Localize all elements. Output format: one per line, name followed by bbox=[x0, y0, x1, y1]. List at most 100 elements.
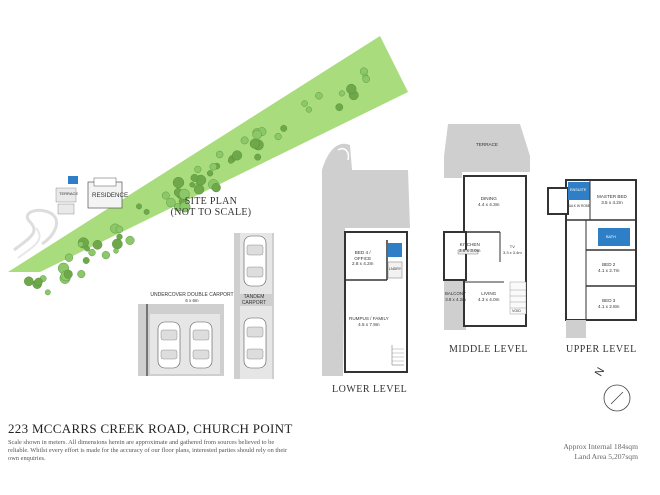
tree-icon bbox=[227, 157, 234, 164]
undercover-carport-label: UNDERCOVER DOUBLE CARPORT 6 x 6m bbox=[144, 292, 240, 304]
tree-icon bbox=[88, 249, 96, 257]
upper-bed3-name: BED 3 bbox=[602, 298, 616, 303]
undercover-carport-title: UNDERCOVER DOUBLE CARPORT bbox=[150, 292, 234, 298]
upper-left-wing bbox=[547, 187, 569, 215]
pool bbox=[68, 176, 78, 184]
compass-icon bbox=[603, 384, 631, 412]
tree-icon bbox=[346, 83, 357, 95]
car-icon bbox=[243, 235, 267, 287]
tree-icon bbox=[179, 201, 191, 213]
tree-icon bbox=[315, 91, 323, 100]
lower-bed4-label: BED 4 / OFFICE 2.8 x 4.2m bbox=[352, 250, 373, 267]
upper-bath-label: BATH bbox=[606, 235, 616, 239]
lower-rumpus-size: 4.5 x 7.9m bbox=[358, 321, 380, 327]
tree-icon bbox=[301, 100, 308, 107]
driveway-lines bbox=[17, 227, 41, 259]
tree-icon bbox=[274, 133, 282, 141]
tree-icon bbox=[63, 269, 73, 279]
tree-icon bbox=[166, 197, 176, 208]
upper-robe-label: WALK IN ROBE bbox=[567, 204, 590, 208]
middle-living-label: LIVING 4.3 x 4.0m bbox=[478, 291, 499, 302]
residence-roof bbox=[93, 177, 117, 187]
undercover-carport-size: 6 x 6m bbox=[185, 298, 199, 303]
middle-tv-label: TV 3.3 x 3.4m bbox=[503, 244, 522, 255]
tree-icon bbox=[77, 270, 86, 279]
site-plan-title-line2: (NOT TO SCALE) bbox=[170, 207, 252, 218]
lower-bed4-name: BED 4 / bbox=[354, 250, 371, 255]
upper-bed2-name: BED 2 bbox=[602, 262, 616, 267]
tree-icon bbox=[249, 138, 260, 149]
tree-icon bbox=[92, 239, 103, 250]
middle-balcony-label: BALCONY 3.8 x 4.2m bbox=[445, 291, 466, 302]
car-icon bbox=[189, 321, 213, 369]
tree-icon bbox=[115, 225, 124, 234]
lower-rumpus-name: RUMPUS / FAMILY bbox=[349, 316, 389, 321]
middle-balcony-name: BALCONY bbox=[445, 291, 466, 296]
site-lawn bbox=[8, 36, 408, 272]
tree-icon bbox=[338, 90, 345, 97]
tree-icon bbox=[112, 238, 123, 250]
middle-terrace bbox=[444, 124, 530, 178]
middle-tv-name: TV bbox=[509, 244, 515, 249]
tree-icon bbox=[254, 153, 262, 161]
middle-kitchen-bench bbox=[457, 249, 479, 255]
tree-icon bbox=[194, 184, 205, 195]
tree-icon bbox=[101, 251, 111, 260]
site-plan-title-line1: SITE PLAN bbox=[184, 196, 238, 207]
lower-stairs bbox=[391, 345, 404, 366]
lower-stair-curve bbox=[337, 148, 350, 161]
tree-icon bbox=[189, 181, 195, 188]
tree-icon bbox=[84, 245, 90, 252]
lower-bathroom bbox=[388, 243, 402, 257]
site-plan bbox=[8, 36, 408, 296]
lower-laundry-label: LNDRY bbox=[389, 267, 402, 271]
tree-icon bbox=[82, 257, 90, 264]
upper-master-size: 3.5 x 4.2m bbox=[601, 199, 623, 205]
tree-icon bbox=[113, 248, 119, 254]
tree-icon bbox=[77, 241, 84, 248]
car-icon bbox=[157, 321, 181, 369]
tree-icon bbox=[209, 163, 218, 171]
middle-living-size: 4.3 x 4.0m bbox=[478, 296, 500, 302]
undercover-double-carport bbox=[138, 304, 224, 376]
tandem-carport-line1: TANDEM bbox=[243, 294, 265, 300]
tree-icon bbox=[161, 191, 170, 200]
upper-bed3-size: 4.1 x 2.8m bbox=[598, 303, 620, 309]
tree-icon bbox=[305, 106, 312, 113]
lower-level-plan bbox=[322, 143, 410, 376]
middle-level-title: MIDDLE LEVEL bbox=[449, 344, 529, 355]
residence-footprint bbox=[87, 181, 123, 209]
tree-icon bbox=[44, 289, 51, 296]
site-terrace-label: TERRACE bbox=[59, 191, 79, 196]
tree-icon bbox=[211, 183, 221, 193]
tandem-carport-label: TANDEM CARPORT bbox=[234, 294, 274, 306]
lower-rumpus-label: RUMPUS / FAMILY 4.5 x 7.9m bbox=[349, 316, 389, 327]
car-icon bbox=[243, 317, 267, 369]
middle-kitchen-label: KITCHEN 3.8 x 3.0m bbox=[459, 242, 480, 253]
terrace-block bbox=[55, 187, 77, 203]
upper-landing bbox=[566, 320, 586, 338]
middle-left-wing bbox=[443, 231, 467, 281]
lower-outdoor-path bbox=[322, 143, 410, 376]
land-area: Land Area 5,207sqm bbox=[574, 452, 638, 461]
tree-icon bbox=[215, 150, 224, 159]
tree-icon bbox=[125, 235, 135, 245]
upper-bed2-size: 4.1 x 2.7m bbox=[598, 267, 620, 273]
upper-level-plan bbox=[547, 179, 637, 338]
tandem-carport bbox=[234, 233, 274, 379]
tree-icon bbox=[240, 136, 249, 145]
site-residence-label: RESIDENCE bbox=[92, 192, 129, 199]
tree-icon bbox=[280, 124, 288, 132]
upper-bed3-label: BED 3 4.1 x 2.8m bbox=[598, 298, 619, 309]
terrace-block-2 bbox=[57, 203, 75, 215]
middle-stair-treads bbox=[510, 289, 526, 309]
upper-master-name: MASTER BED bbox=[597, 194, 627, 199]
middle-dining-label: DINING 4.4 x 4.3m bbox=[478, 196, 499, 207]
middle-kitchen-size: 3.8 x 3.0m bbox=[459, 247, 481, 253]
middle-dining-name: DINING bbox=[480, 196, 497, 201]
upper-bed2-label: BED 2 4.1 x 2.7m bbox=[598, 262, 619, 273]
site-trees bbox=[23, 67, 370, 296]
tree-icon bbox=[23, 276, 34, 287]
tree-icon bbox=[64, 253, 74, 262]
